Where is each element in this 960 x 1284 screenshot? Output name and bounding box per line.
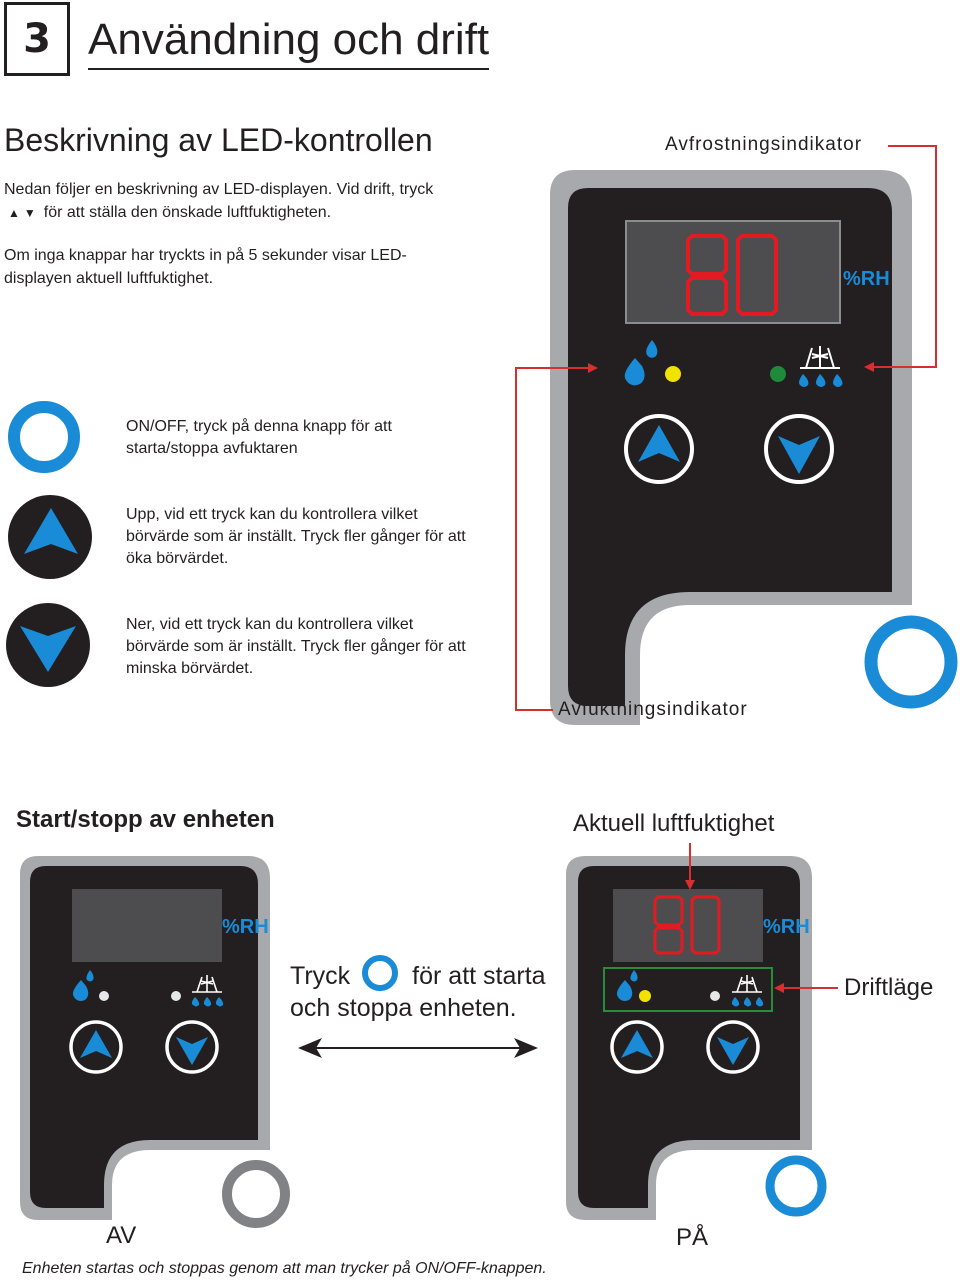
- up-arrow-icon: ▲: [8, 206, 20, 220]
- intro-line-2: för att ställa den önskade luftfuktighet…: [43, 204, 332, 221]
- chapter-number: 3: [23, 16, 51, 62]
- mode-label: Driftläge: [844, 974, 934, 1001]
- dehumid-callout-line: [515, 367, 595, 711]
- up-description: Upp, vid ett tryck kan du kontrollera vi…: [126, 506, 466, 567]
- defrost-callout-line: [866, 145, 937, 368]
- startstop-diagram: %RH %RH: [20, 843, 838, 1228]
- display-unit: %RH: [843, 268, 890, 290]
- startstop-title: Start/stopp av enheten: [16, 806, 275, 833]
- mode-highlight-box: [603, 967, 773, 1012]
- off-defrost-drop-1-icon: [191, 997, 200, 1007]
- off-label: AV: [106, 1222, 137, 1249]
- startstop-instruction: Tryck för att starta och stoppa enheten.: [290, 960, 546, 1024]
- off-down-arrow-icon: [176, 1037, 208, 1065]
- off-water-drop-small-icon: [86, 970, 94, 982]
- off-onoff-button: [222, 1160, 290, 1228]
- defrost-indicator-label: Avfrostningsindikator: [665, 134, 863, 155]
- toggle-arrow-right-icon: [514, 1038, 538, 1058]
- intro-paragraph-1: Nedan följer en beskrivning av LED-displ…: [4, 178, 484, 225]
- dehumid-callout-arrowhead: [588, 363, 598, 373]
- on-defrost-icon: [732, 975, 762, 993]
- instr-press-text: Tryck: [290, 962, 351, 990]
- defrost-drop-2-icon: [816, 374, 826, 387]
- legend-down-arrow-icon: [20, 626, 76, 672]
- off-defrost-led: [171, 991, 181, 1001]
- led-display-window: [625, 220, 841, 324]
- water-drop-icon: [624, 358, 645, 386]
- defrost-drop-1-icon: [799, 374, 809, 387]
- on-dehumidify-led: [639, 990, 651, 1002]
- on-defrost-drop-2-icon: [743, 997, 752, 1007]
- off-defrost-drop-2-icon: [203, 997, 212, 1007]
- on-display-window: [613, 889, 763, 962]
- on-water-drop-small-icon: [630, 970, 638, 982]
- chapter-number-box: 3: [4, 2, 70, 76]
- legend-up-arrow-icon: [24, 508, 78, 554]
- instr-onoff-icon: [362, 955, 398, 991]
- chapter-title: Användning och drift: [88, 12, 490, 70]
- controller-diagram: %RH: [6, 145, 958, 725]
- panel-down-arrow-icon: [778, 436, 820, 474]
- down-arrow-icon: ▼: [23, 206, 36, 220]
- off-defrost-icon: [192, 975, 222, 993]
- mode-callout-arrowhead: [774, 983, 784, 993]
- onoff-description: ON/OFF, tryck på denna knapp för att sta…: [126, 418, 392, 457]
- instr-line-2: och stoppa enheten.: [290, 994, 517, 1022]
- on-water-drop-icon: [616, 980, 633, 1001]
- water-drop-small-icon: [646, 340, 658, 358]
- off-defrost-drop-3-icon: [215, 997, 224, 1007]
- on-defrost-drop-1-icon: [731, 997, 740, 1007]
- dehumidify-indicator-led: [665, 366, 681, 382]
- defrost-drop-3-icon: [833, 374, 843, 387]
- off-dehumidify-led: [99, 991, 109, 1001]
- current-humidity-callout-arrowhead: [685, 880, 695, 890]
- dehumid-indicator-label: Avfuktningsindikator: [558, 699, 748, 720]
- panel-onoff-button: [864, 615, 958, 709]
- defrost-indicator-led: [770, 366, 786, 382]
- current-humidity-label: Aktuell luftfuktighet: [573, 810, 775, 837]
- startstop-caption: Enheten startas och stoppas genom att ma…: [22, 1260, 547, 1277]
- off-display-window: [72, 889, 222, 962]
- section-title: Beskrivning av LED-kontrollen: [4, 122, 433, 158]
- on-display-digits: [653, 895, 721, 955]
- defrost-icon: [800, 346, 840, 369]
- on-display-unit: %RH: [763, 916, 810, 938]
- on-label: PÅ: [676, 1224, 709, 1251]
- on-defrost-led: [710, 991, 720, 1001]
- legend-onoff-button: [8, 401, 80, 473]
- off-water-drop-icon: [72, 980, 89, 1001]
- intro-paragraph-2: Om inga knappar har tryckts in på 5 seku…: [4, 247, 407, 287]
- down-description: Ner, vid ett tryck kan du kontrollera vi…: [126, 616, 466, 677]
- on-defrost-drop-3-icon: [755, 997, 764, 1007]
- off-up-arrow-icon: [80, 1030, 112, 1058]
- on-onoff-button: [765, 1155, 827, 1217]
- defrost-callout-arrowhead: [864, 362, 874, 372]
- display-digits: [686, 234, 778, 316]
- toggle-arrow-left-icon: [298, 1038, 322, 1058]
- instr-rest-text: för att starta: [412, 962, 546, 990]
- off-display-unit: %RH: [222, 916, 269, 938]
- on-down-arrow-icon: [717, 1037, 749, 1065]
- panel-up-arrow-icon: [638, 425, 680, 462]
- on-up-arrow-icon: [621, 1030, 653, 1058]
- intro-line-1: Nedan följer en beskrivning av LED-displ…: [4, 181, 434, 198]
